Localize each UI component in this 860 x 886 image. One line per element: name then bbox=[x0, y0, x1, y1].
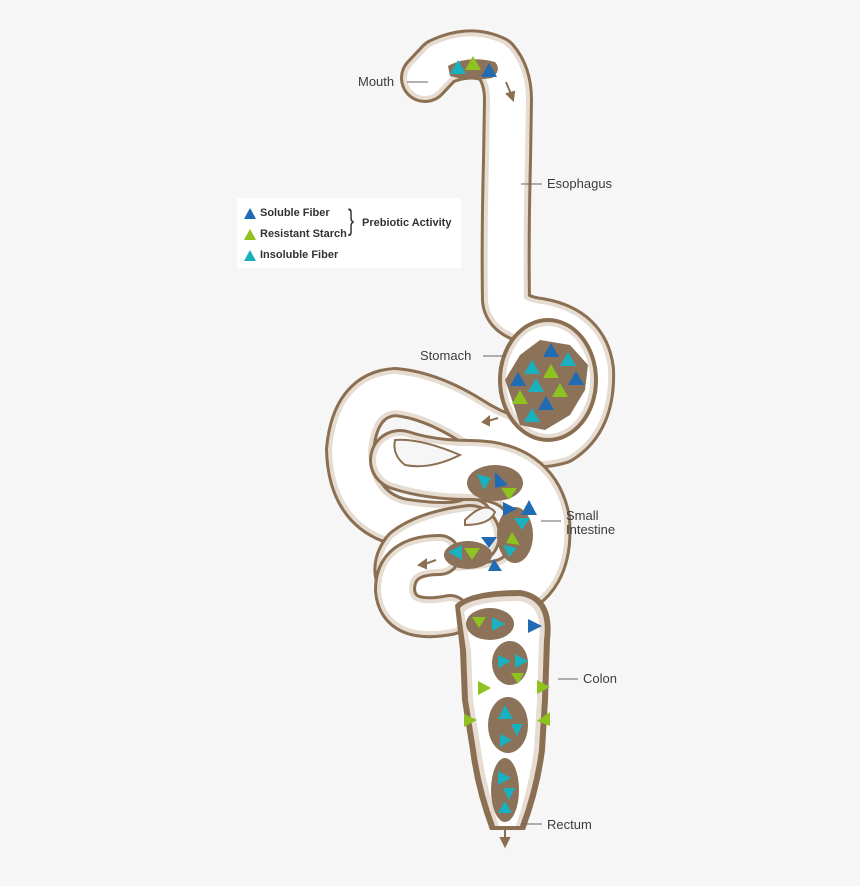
label-colon: Colon bbox=[583, 671, 617, 686]
small-intestine bbox=[369, 429, 572, 639]
intestine-bolus-2 bbox=[497, 507, 533, 563]
label-small-intestine-line2: Intestine bbox=[566, 522, 616, 537]
legend-item-insoluble-fiber: Insoluble Fiber bbox=[244, 249, 338, 261]
leader-lines bbox=[407, 81, 578, 825]
colon-bolus-3 bbox=[488, 697, 528, 753]
legend-label: Resistant Starch bbox=[260, 228, 347, 240]
loop-holes bbox=[393, 438, 497, 527]
flow-arrows bbox=[416, 81, 516, 849]
label-mouth: Mouth bbox=[358, 74, 395, 89]
fiber-triangles bbox=[448, 56, 584, 813]
legend: Soluble Fiber Resistant Starch Insoluble… bbox=[237, 198, 461, 268]
label-stomach: Stomach bbox=[420, 348, 472, 363]
legend-item-resistant-starch: Resistant Starch bbox=[244, 228, 347, 240]
legend-label: Insoluble Fiber bbox=[260, 249, 339, 261]
intestine-bolus-3 bbox=[444, 541, 492, 569]
colon-bolus-1 bbox=[466, 608, 514, 640]
legend-group-label: Prebiotic Activity bbox=[362, 217, 452, 229]
triangle-icon bbox=[244, 228, 256, 240]
brace-icon: } bbox=[348, 204, 355, 237]
legend-item-soluble-fiber: Soluble Fiber bbox=[244, 207, 330, 219]
label-rectum: Rectum bbox=[547, 817, 592, 832]
triangle-icon bbox=[244, 249, 256, 261]
triangle-icon bbox=[244, 207, 256, 219]
label-esophagus: Esophagus bbox=[547, 176, 613, 191]
legend-label: Soluble Fiber bbox=[260, 207, 330, 219]
label-small-intestine-line1: Small bbox=[566, 508, 599, 523]
